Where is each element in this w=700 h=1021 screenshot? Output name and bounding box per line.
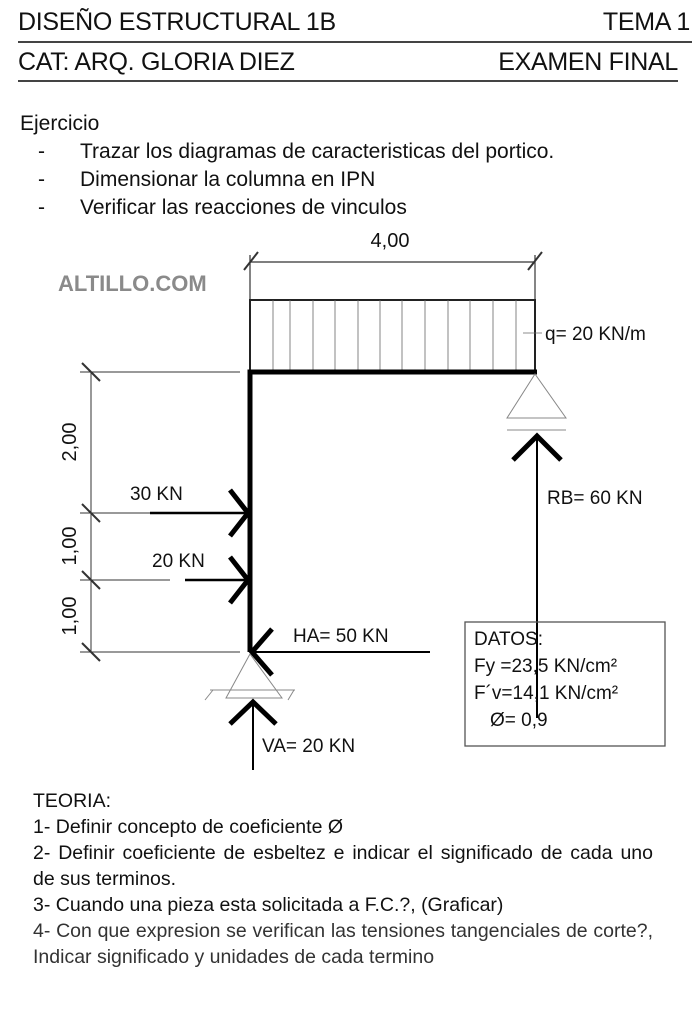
force-label: 20 KN [152, 551, 205, 572]
exercise-item: Verificar las reacciones de vinculos [80, 196, 407, 219]
header-rule-2 [18, 80, 678, 82]
frame-member [247, 369, 537, 652]
reaction-arrow-ha [248, 627, 430, 677]
reaction-arrow-va [228, 698, 278, 770]
theory-item: 1- Definir concepto de coeficiente Ø [33, 816, 344, 838]
rb-label: RB= 60 KN [547, 488, 643, 509]
theory-title: TEORIA: [33, 790, 112, 812]
course-title: DISEÑO ESTRUCTURAL 1B [18, 8, 336, 36]
reaction-arrow-rb [511, 432, 563, 718]
exercise-item: Trazar los diagramas de caracteristicas … [80, 140, 555, 163]
theory-item: 4- Con que expresion se verifican las te… [33, 920, 653, 968]
bullet: - [38, 140, 45, 163]
bullet: - [38, 168, 45, 191]
pin-support-a [204, 653, 295, 701]
bullet: - [38, 196, 45, 219]
datos-fy: Fy =23,5 KN/cm² [474, 656, 617, 677]
distributed-load [249, 299, 542, 373]
height-label: 1,00 [59, 527, 81, 566]
exercise-item: Dimensionar la columna en IPN [80, 168, 376, 191]
datos-phi: Ø= 0,9 [490, 710, 548, 731]
datos-box [464, 621, 666, 747]
force-arrow-20kn [185, 555, 252, 605]
force-label: 30 KN [130, 484, 183, 505]
exercise-title: Ejercicio [20, 112, 100, 135]
header-rule-1 [18, 41, 692, 43]
span-dimension [243, 251, 543, 300]
height-label: 1,00 [59, 597, 81, 636]
topic-label: TEMA 1 [602, 8, 690, 36]
theory-item: 2- Definir coeficiente de esbeltez e ind… [33, 842, 653, 890]
load-label: q= 20 KN/m [545, 324, 646, 345]
datos-fv: F´v=14,1 KN/cm² [474, 683, 618, 704]
span-label: 4,00 [371, 230, 410, 252]
theory-section: TEORIA: 1- Definir concepto de coeficien… [33, 788, 653, 970]
va-label: VA= 20 KN [262, 736, 355, 757]
exam-label: EXAMEN FINAL [498, 48, 678, 76]
ha-label: HA= 50 KN [293, 626, 389, 647]
watermark: ALTILLO.COM [58, 271, 207, 296]
frame-diagram: 4,00 ALTILLO.COM q= 20 KN/m 2,00 1,00 1,… [58, 230, 666, 770]
chair-label: CAT: ARQ. GLORIA DIEZ [18, 48, 295, 76]
height-label: 2,00 [59, 423, 81, 462]
datos-title: DATOS: [474, 629, 543, 650]
height-dimension [80, 362, 240, 662]
theory-item: 3- Cuando una pieza esta solicitada a F.… [33, 894, 504, 916]
pin-support-b [506, 373, 567, 431]
force-arrow-30kn [150, 488, 252, 538]
